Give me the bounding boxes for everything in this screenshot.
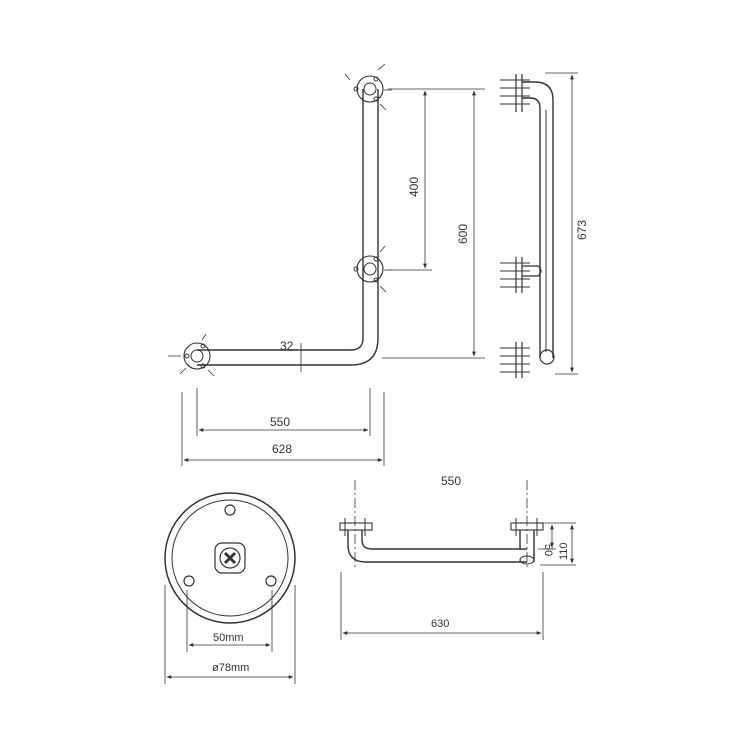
top-bar-tube (347, 530, 527, 563)
screw-cross-icon (214, 542, 246, 574)
dim-50-top-label: 50 (542, 544, 554, 556)
dim-550-top-label: 550 (441, 474, 461, 488)
front-view: 32 400 600 550 628 (168, 63, 485, 466)
dim-673-label: 673 (575, 220, 589, 240)
mounting-hole-top (224, 504, 236, 516)
side-bar-tube (522, 81, 554, 358)
dim-78mm-label: ø78mm (212, 662, 249, 674)
dim-628-label: 628 (272, 442, 292, 456)
top-view: 550 50 110 630 (339, 474, 576, 640)
dim-600-label: 600 (456, 224, 470, 244)
middle-wall-flange (353, 245, 392, 293)
flange-detail-view: 50mm ø78mm (164, 492, 296, 684)
dim-630-label: 630 (431, 618, 449, 630)
top-left-wall-plate (339, 518, 373, 536)
mounting-hole-left (183, 575, 195, 587)
dim-400-label: 400 (407, 177, 421, 197)
l-bar-tube (197, 89, 364, 351)
flange-inner-circle (171, 499, 289, 617)
dim-50mm-label: 50mm (213, 632, 244, 644)
dim-550-front-label: 550 (270, 415, 290, 429)
mounting-hole-right (265, 575, 277, 587)
lower-wall-flange (168, 333, 215, 377)
dim-tube-gap-label: 32 (280, 339, 294, 353)
flange-outer-circle (164, 492, 296, 624)
top-right-wall-plate (510, 518, 544, 536)
upper-wall-flange (344, 63, 392, 111)
side-view: 673 (500, 72, 589, 378)
side-wall-plates (500, 74, 530, 378)
dim-110-label: 110 (558, 542, 570, 560)
